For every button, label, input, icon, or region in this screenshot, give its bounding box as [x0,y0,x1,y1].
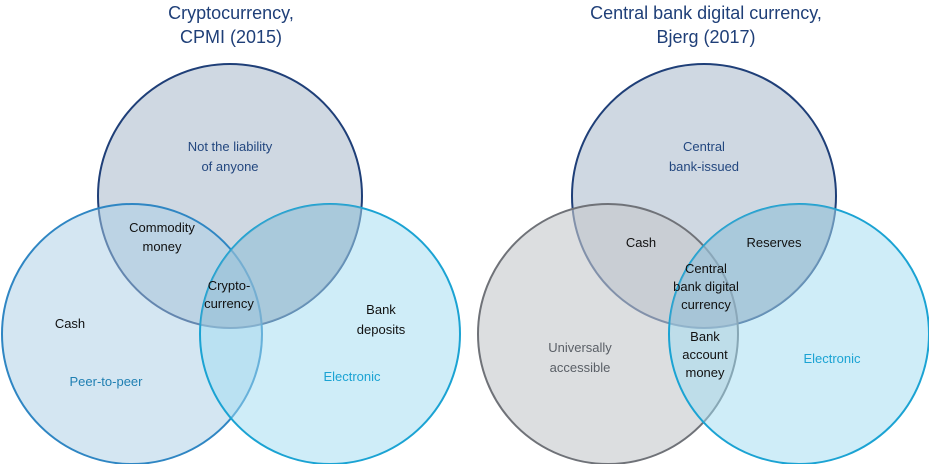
bank-account-money-label-line2: account [682,347,728,362]
cbdc-label-line3: currency [681,297,731,312]
cash-label: Cash [55,316,85,331]
electronic-label-left: Electronic [323,369,381,384]
cbdc-venn: Central bank digital currency, Bjerg (20… [477,3,929,464]
left-diagram-title-line1: Cryptocurrency, [168,3,294,23]
commodity-money-label-line2: money [142,239,182,254]
peer-to-peer-label: Peer-to-peer [70,374,144,389]
central-bank-issued-label-line1: Central [683,139,725,154]
central-bank-issued-label-line2: bank-issued [669,159,739,174]
left-diagram-title-line2: CPMI (2015) [180,27,282,47]
bank-account-money-label-line1: Bank [690,329,720,344]
electronic-label-right: Electronic [803,351,861,366]
cryptocurrency-venn: Cryptocurrency, CPMI (2015) Not the liab… [1,3,461,464]
cbdc-label-line2: bank digital [673,279,739,294]
bank-account-money-label-line3: money [685,365,725,380]
crypto-intersection-overlay [200,204,362,328]
cbdc-label-line1: Central [685,261,727,276]
commodity-money-label-line1: Commodity [129,220,195,235]
universally-accessible-label-line1: Universally [548,340,612,355]
right-diagram-title-line1: Central bank digital currency, [590,3,822,23]
cryptocurrency-label-line1: Crypto- [208,278,251,293]
bank-deposits-label-line1: Bank [366,302,396,317]
not-liability-label-line1: Not the liability [188,139,273,154]
electronic-circle [199,203,461,464]
bank-deposits-label-line2: deposits [357,322,406,337]
not-liability-label-line2: of anyone [201,159,258,174]
universally-accessible-label-line2: accessible [550,360,611,375]
electronic-circle-right [668,203,929,464]
cryptocurrency-label-line2: currency [204,296,254,311]
cbdc-intersection-overlay [669,204,836,328]
right-diagram-title-line2: Bjerg (2017) [656,27,755,47]
cash-label-right: Cash [626,235,656,250]
reserves-label: Reserves [747,235,802,250]
